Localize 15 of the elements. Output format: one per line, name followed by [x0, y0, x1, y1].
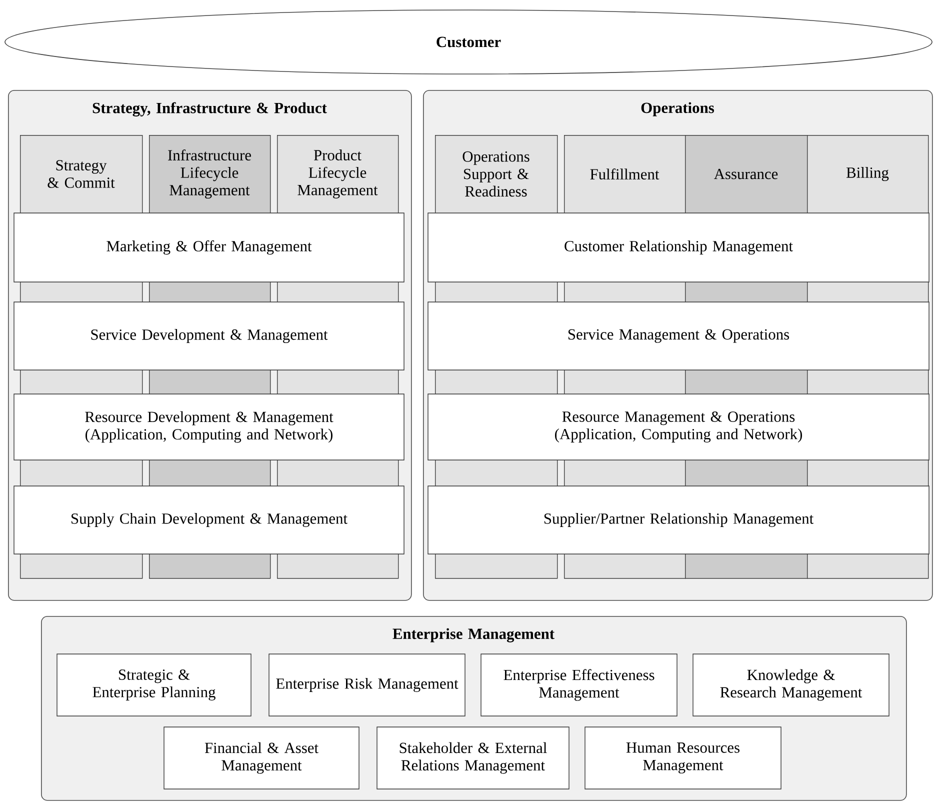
process-box: Enterprise Risk Management — [268, 654, 466, 716]
process-band: Supply Chain Development & Management — [14, 486, 404, 554]
process-box: Human Resources Management — [584, 726, 782, 790]
process-band: Resource Development & Management (Application, Computing and Network) — [14, 394, 404, 460]
process-box: Stakeholder & External Relations Management — [376, 726, 570, 790]
process-band: Supplier/Partner Relationship Management — [428, 486, 930, 554]
process-box: Financial & Asset Management — [164, 726, 360, 790]
process-band: Service Development & Management — [14, 302, 404, 370]
process-band: Marketing & Offer Management — [14, 212, 404, 282]
process-band: Customer Relationship Management — [428, 212, 930, 282]
process-band: Service Management & Operations — [428, 302, 930, 370]
process-box: Enterprise Effectiveness Management — [480, 654, 678, 716]
process-band: Resource Management & Operations (Application, Computing and Network) — [428, 394, 930, 460]
process-box: Knowledge & Research Management — [692, 654, 890, 716]
process-box: Strategic & Enterprise Planning — [56, 654, 252, 716]
